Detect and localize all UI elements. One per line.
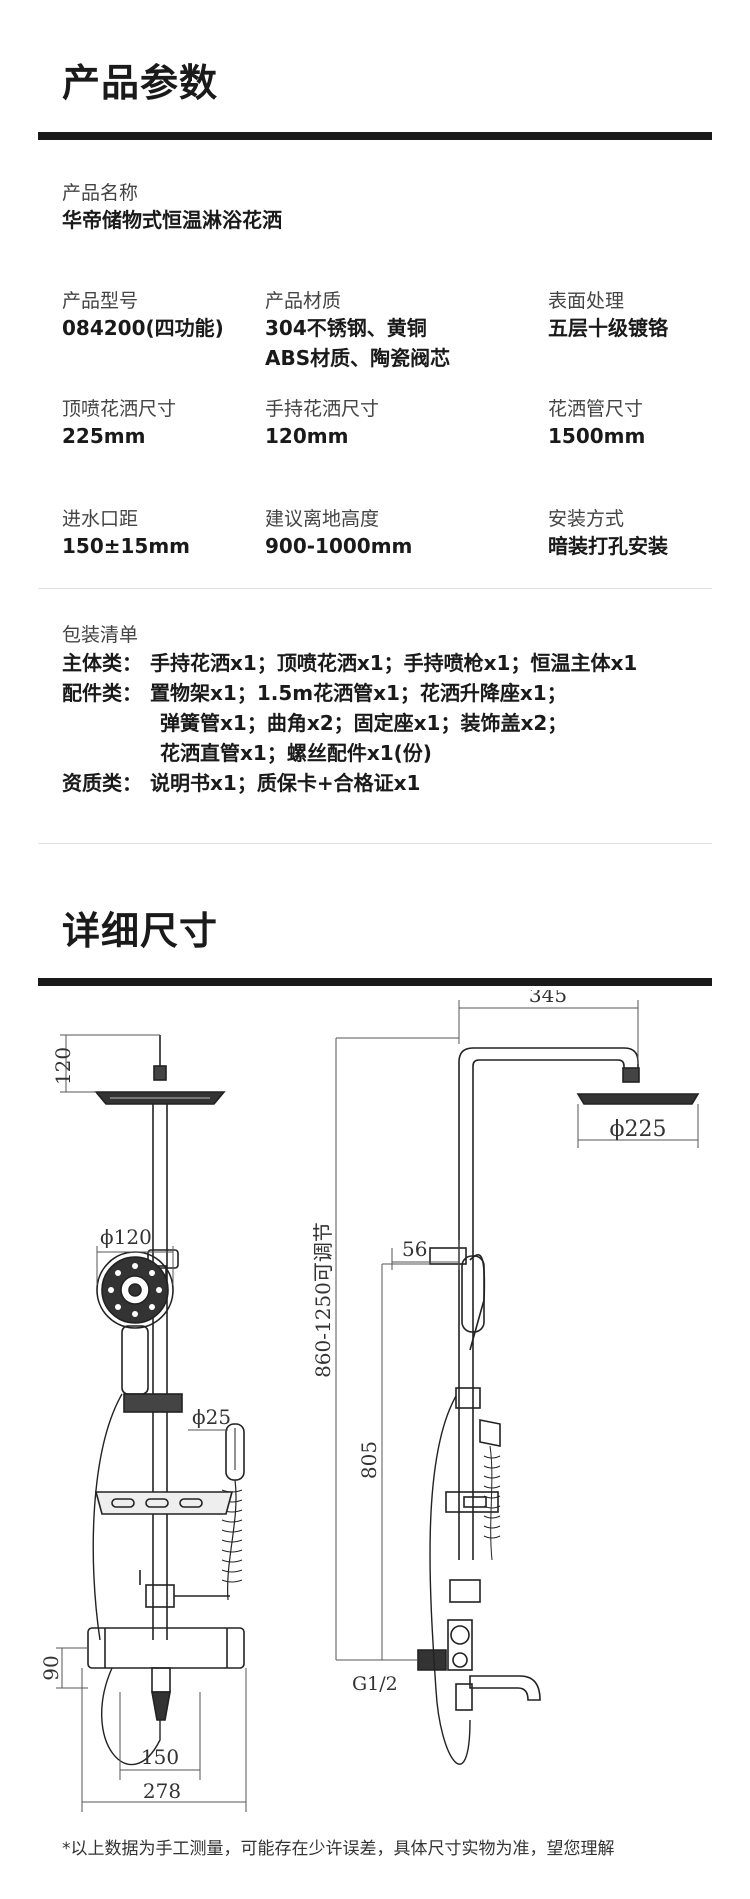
dim-label: 56	[402, 1237, 427, 1261]
dimension-drawing: 120 ϕ120 ϕ25 90 150 278 345 ϕ225 56 860-…	[39, 990, 700, 1812]
packing-items: 弹簧管x1；曲角x2；固定座x1；装饰盖x2；	[160, 711, 568, 735]
packing-row: 弹簧管x1；曲角x2；固定座x1；装饰盖x2；	[62, 708, 637, 738]
dim-label: 278	[143, 1779, 181, 1803]
dim-label: ϕ225	[610, 1117, 667, 1142]
divider	[38, 843, 712, 844]
param-value: 304不锈钢、黄铜 ABS材质、陶瓷阀芯	[265, 316, 451, 370]
divider	[38, 588, 712, 589]
packing-row: 花洒直管x1；螺丝配件x1(份)	[62, 738, 637, 768]
packing-items: 置物架x1；1.5m花洒管x1；花洒升降座x1；	[150, 681, 567, 705]
packing-row: 主体类： 手持花洒x1；顶喷花洒x1；手持喷枪x1；恒温主体x1	[62, 648, 637, 678]
param-label: 花洒管尺寸	[548, 398, 644, 420]
packing-category: 配件类：	[62, 681, 142, 705]
dim-label: 90	[39, 1655, 63, 1680]
dim-label: 805	[357, 1441, 381, 1479]
param-label: 进水口距	[62, 508, 139, 530]
packing-row: 配件类： 置物架x1；1.5m花洒管x1；花洒升降座x1；	[62, 678, 637, 708]
section-title-dimensions: 详细尺寸	[62, 909, 219, 953]
param-value: 150±15mm	[62, 534, 191, 558]
param-value: 225mm	[62, 424, 146, 448]
packing-label: 包装清单	[62, 624, 139, 646]
section-title-params: 产品参数	[62, 61, 219, 105]
packing-list: 主体类： 手持花洒x1；顶喷花洒x1；手持喷枪x1；恒温主体x1 配件类： 置物架x…	[62, 648, 637, 798]
packing-category: 资质类：	[62, 771, 142, 795]
param-value: 暗装打孔安装	[548, 534, 668, 558]
param-label: 顶喷花洒尺寸	[62, 398, 177, 420]
param-value: 华帝储物式恒温淋浴花洒	[62, 208, 282, 232]
dim-label: 150	[141, 1745, 179, 1769]
section-rule	[38, 978, 712, 986]
dim-label: 345	[529, 990, 567, 1007]
param-label: 产品材质	[265, 290, 342, 312]
dim-label: ϕ25	[192, 1405, 231, 1429]
packing-category: 主体类：	[62, 651, 142, 675]
dim-label: G1/2	[352, 1673, 398, 1695]
packing-items: 说明书x1；质保卡+合格证x1	[150, 771, 421, 795]
param-value: 120mm	[265, 424, 349, 448]
param-value: 084200(四功能)	[62, 316, 224, 340]
packing-row: 资质类： 说明书x1；质保卡+合格证x1	[62, 768, 637, 798]
param-label: 产品型号	[62, 290, 139, 312]
param-value: 五层十级镀铬	[548, 316, 668, 340]
param-value: 900-1000mm	[265, 534, 413, 558]
param-label: 表面处理	[548, 290, 625, 312]
dim-label: 120	[51, 1047, 75, 1085]
packing-items: 手持花洒x1；顶喷花洒x1；手持喷枪x1；恒温主体x1	[150, 651, 638, 675]
param-label: 手持花洒尺寸	[265, 398, 380, 420]
packing-items: 花洒直管x1；螺丝配件x1(份)	[160, 741, 432, 765]
param-label: 建议离地高度	[265, 508, 380, 530]
section-rule	[38, 132, 712, 140]
footnote: *以上数据为手工测量，可能存在少许误差，具体尺寸实物为准，望您理解	[62, 1839, 615, 1859]
dim-label: ϕ120	[100, 1225, 152, 1249]
param-value: 1500mm	[548, 424, 646, 448]
param-label: 安装方式	[548, 508, 625, 530]
param-label: 产品名称	[62, 182, 139, 204]
dim-label: 860-1250可调节	[311, 1222, 335, 1378]
